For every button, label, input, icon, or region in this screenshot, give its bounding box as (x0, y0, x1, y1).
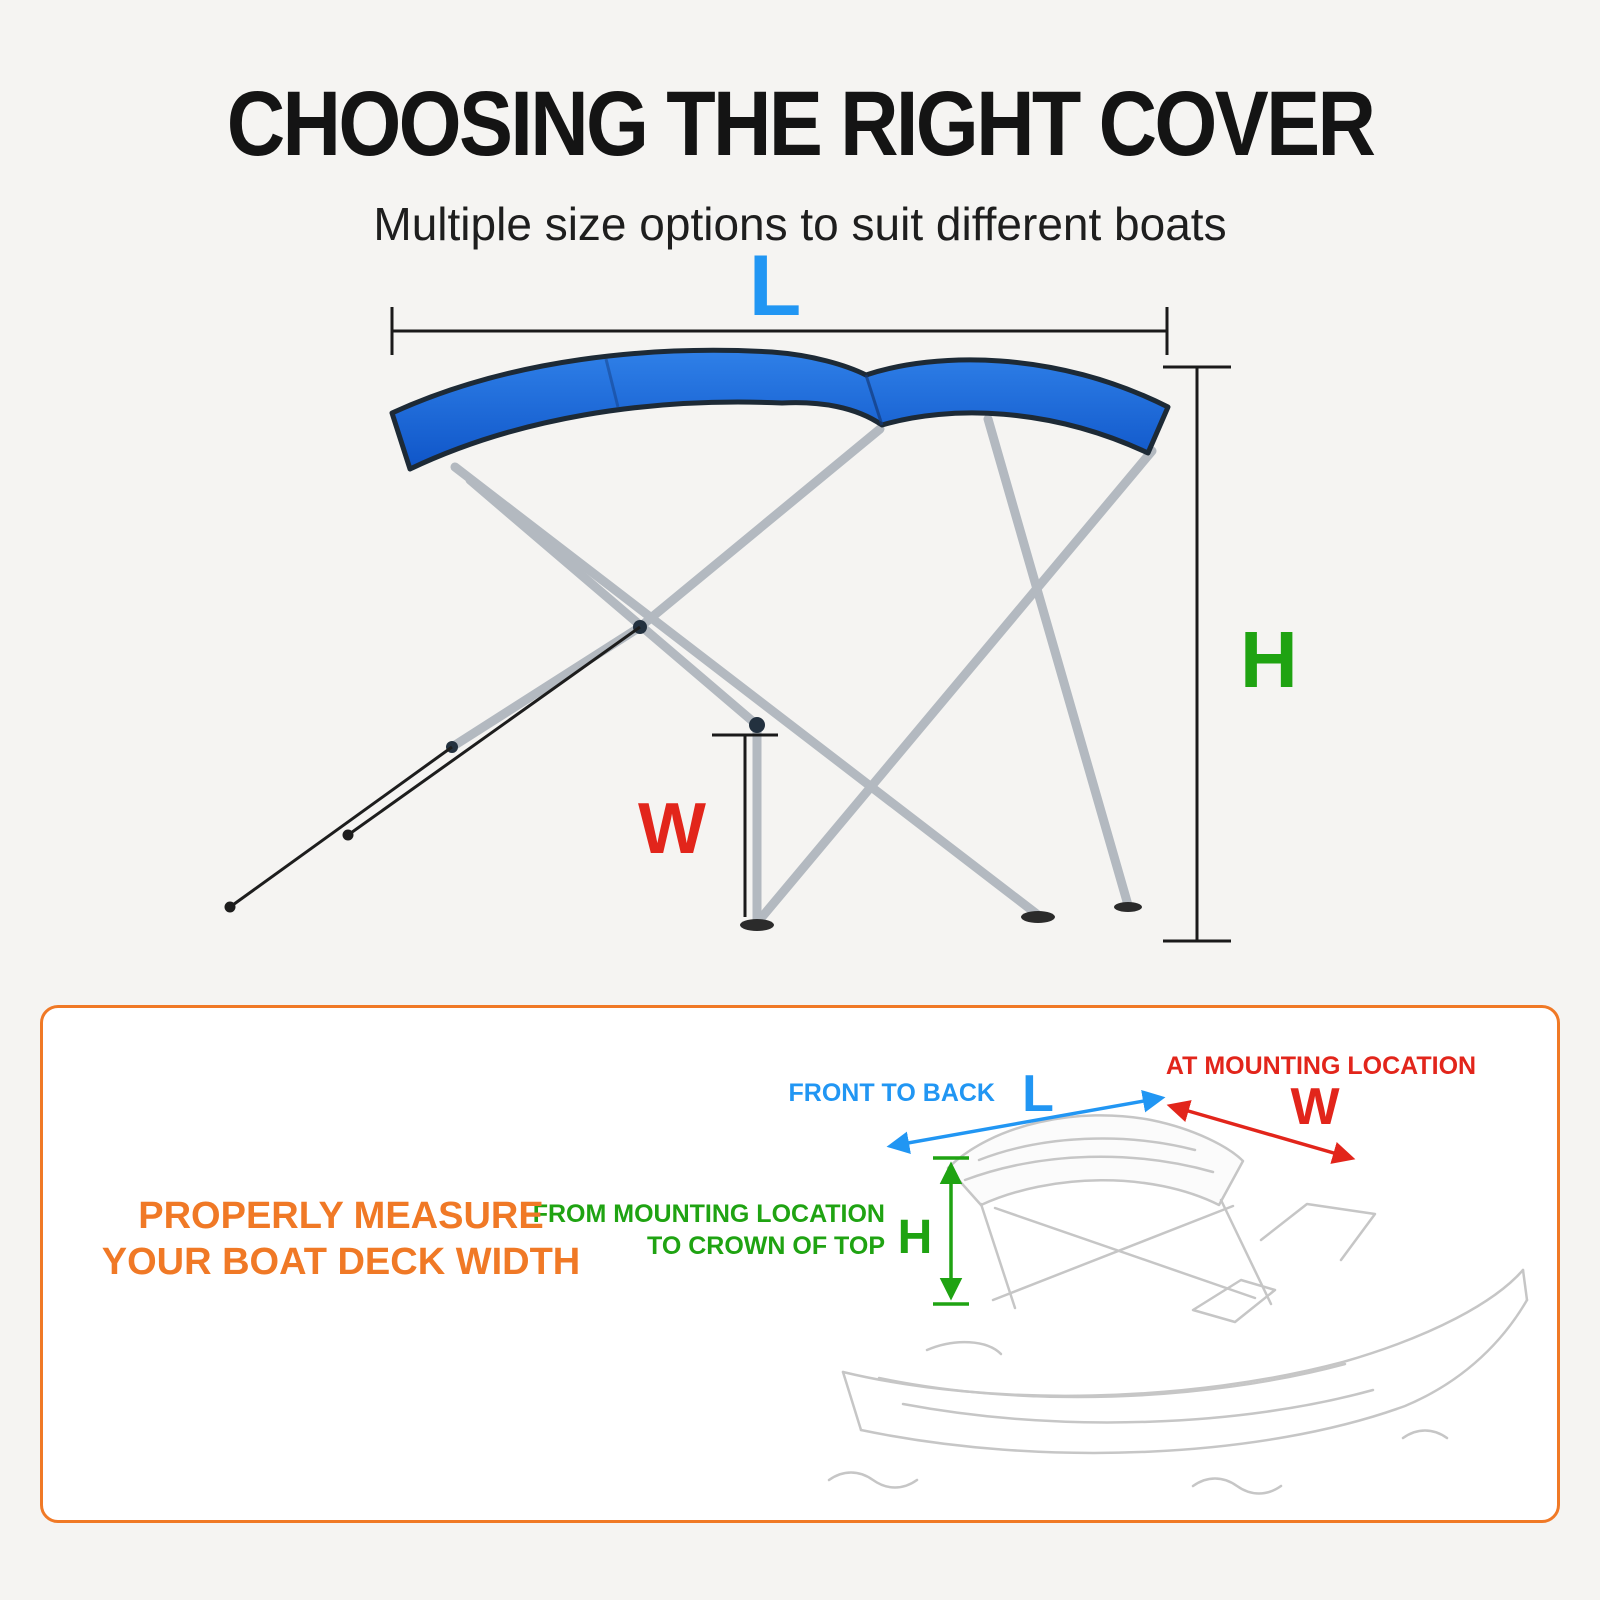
width-label: W (638, 789, 706, 869)
measure-note-line2: YOUR BOAT DECK WIDTH (102, 1241, 581, 1283)
dimension-width (712, 733, 778, 917)
bimini-frame (447, 414, 1157, 928)
dimension-height (1163, 365, 1231, 943)
dimension-length (390, 307, 1169, 355)
panel-height-label: H (898, 1211, 933, 1264)
measure-panel: FRONT TO BACK L AT MOUNTING LOCATION W F… (40, 1005, 1560, 1523)
height-caption-line1: FROM MOUNTING LOCATION (533, 1200, 885, 1228)
page-title: CHOOSING THE RIGHT COVER (226, 73, 1376, 175)
bimini-diagram-svg: L (224, 238, 1298, 943)
page-subtitle: Multiple size options to suit different … (373, 198, 1227, 250)
bimini-top-diagram: L (0, 238, 1600, 995)
height-label: H (1240, 615, 1298, 704)
length-label: L (749, 255, 802, 334)
panel-width-label: W (1290, 1078, 1340, 1136)
measure-note-line1: PROPERLY MEASURE (138, 1195, 543, 1237)
height-caption-line2: TO CROWN OF TOP (647, 1232, 885, 1260)
mounting-feet (740, 902, 1142, 931)
panel-length-label: L (1022, 1065, 1054, 1123)
annotation-length (886, 1089, 1166, 1155)
front-to-back-label: FRONT TO BACK (789, 1079, 995, 1107)
canopy (389, 347, 1171, 472)
measure-panel-svg: FRONT TO BACK L AT MOUNTING LOCATION W F… (102, 1052, 1529, 1495)
at-mounting-label: AT MOUNTING LOCATION (1166, 1052, 1476, 1080)
annotation-width (1166, 1100, 1356, 1164)
header: CHOOSING THE RIGHT COVER Multiple size o… (0, 0, 1600, 251)
annotation-height (933, 1156, 969, 1306)
support-straps (224, 625, 641, 913)
